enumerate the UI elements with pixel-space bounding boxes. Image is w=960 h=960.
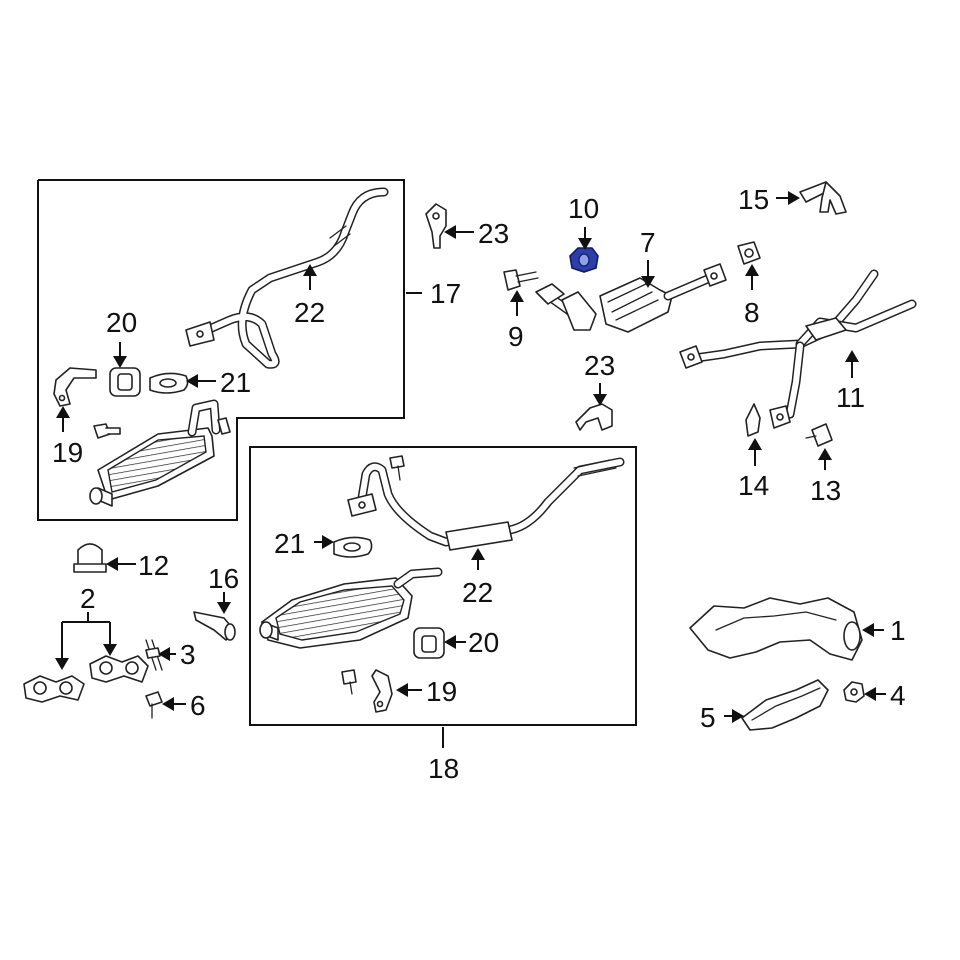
callout-20-lower: 20 [468, 627, 499, 658]
callout-1: 1 [890, 615, 906, 646]
tailpipe-22-upper [185, 187, 389, 369]
callout-3: 3 [180, 639, 196, 670]
muffler-lower [259, 567, 443, 649]
pipe-15 [799, 181, 847, 215]
callout-18: 18 [428, 753, 459, 784]
muffler-upper [89, 399, 231, 507]
callout-13: 13 [810, 475, 841, 506]
callout-17: 17 [430, 278, 461, 309]
callout-11: 11 [836, 382, 865, 413]
gasket-21-lower [333, 536, 373, 558]
callout-12: 12 [138, 550, 169, 581]
u-clamp-12 [73, 543, 107, 573]
bolt-6 [145, 691, 163, 719]
callout-7: 7 [640, 227, 656, 258]
bracket-23-mid [575, 403, 613, 431]
callout-6: 6 [190, 690, 206, 721]
callout-22-upper: 22 [294, 297, 325, 328]
gasket-8 [737, 241, 761, 265]
gasket-2-left [23, 675, 85, 703]
callout-23-top: 23 [478, 218, 509, 249]
group-18-frame [249, 446, 637, 726]
callout-23-mid: 23 [584, 350, 615, 381]
small-bolt-18 [389, 455, 405, 481]
callout-21-upper: 21 [220, 367, 251, 398]
hanger-20-lower [413, 627, 445, 659]
stud-9 [503, 269, 539, 291]
bolt-lower [341, 669, 357, 695]
bolt-upper [93, 423, 121, 439]
converter-7 [535, 263, 727, 333]
bracket-19-lower [371, 669, 393, 713]
callout-16: 16 [208, 563, 239, 594]
group-17-frame [37, 179, 405, 521]
callout-22-lower: 22 [462, 577, 493, 608]
callout-5: 5 [700, 702, 716, 733]
heat-shield-5 [741, 679, 829, 731]
callout-8: 8 [744, 297, 760, 328]
hanger-20-upper [109, 367, 141, 397]
bracket-23-top [425, 203, 447, 249]
callout-15: 15 [738, 184, 769, 215]
callout-19-upper: 19 [52, 437, 83, 468]
callout-19-lower: 19 [426, 676, 457, 707]
sensor-14 [745, 403, 761, 437]
bracket-19-upper [53, 367, 97, 407]
manifold-1 [689, 597, 863, 661]
gasket-2-right [89, 655, 149, 683]
bolt-13 [805, 423, 833, 447]
gasket-21-upper [149, 372, 189, 394]
callout-4: 4 [890, 680, 906, 711]
callout-14: 14 [738, 470, 769, 501]
leader-lines [55, 191, 886, 748]
callout-2: 2 [80, 583, 96, 614]
nut-4 [843, 681, 865, 703]
callout-21-lower: 21 [274, 528, 305, 559]
y-pipe-11 [679, 269, 917, 429]
tailpipe-22-lower [347, 457, 625, 551]
callout-20-upper: 20 [106, 307, 137, 338]
stud-3 [145, 639, 163, 671]
callout-10: 10 [568, 193, 599, 224]
callout-9: 9 [508, 321, 524, 352]
pipe-16 [193, 611, 236, 641]
nut-10-highlighted [569, 247, 599, 273]
callout-labels: 17 18 22 21 20 19 23 10 7 9 8 15 11 23 1… [52, 184, 906, 784]
